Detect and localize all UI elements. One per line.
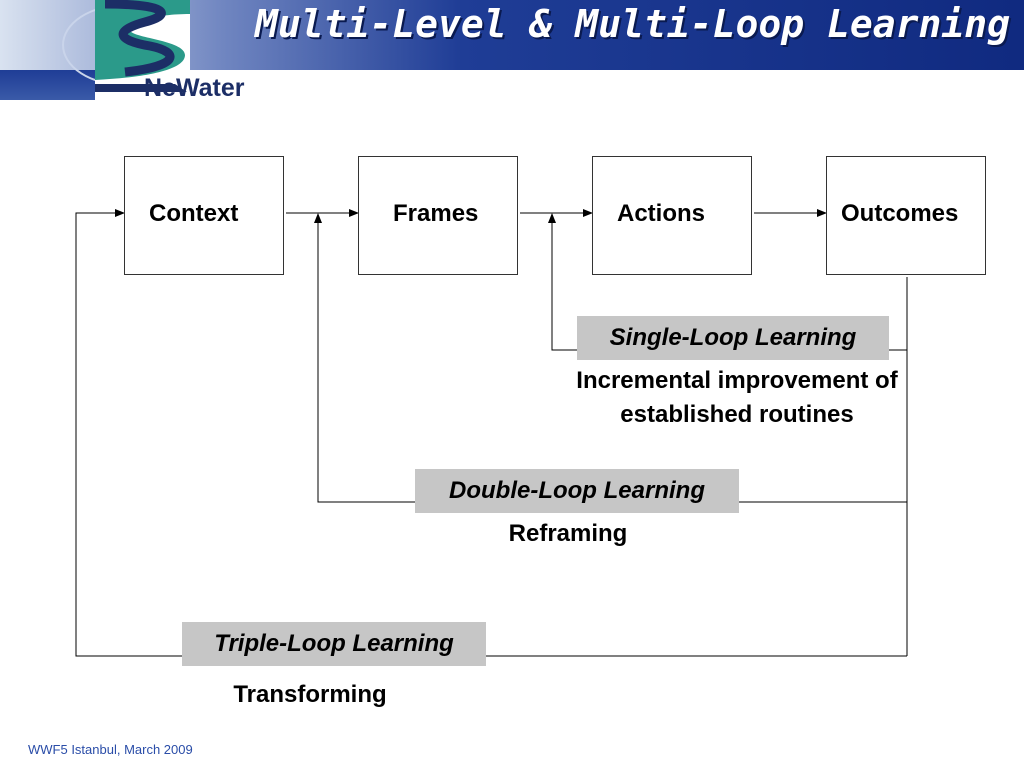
triple-loop-label: Triple-Loop Learning bbox=[182, 622, 486, 666]
node-label-actions: Actions bbox=[617, 200, 706, 227]
node-context bbox=[124, 156, 284, 275]
single-loop-description-1: Incremental improvement of bbox=[576, 367, 898, 394]
footer-text: WWF5 Istanbul, March 2009 bbox=[28, 742, 193, 757]
single-loop-label: Single-Loop Learning bbox=[577, 316, 889, 360]
newater-logo-mark bbox=[62, 0, 190, 100]
double-loop-description: Reframing bbox=[508, 520, 628, 547]
node-outcomes bbox=[826, 156, 986, 275]
single-loop-description-2: established routines bbox=[620, 401, 854, 428]
node-frames bbox=[358, 156, 518, 275]
page-title: Multi-Level & Multi-Loop Learning bbox=[255, 2, 1010, 46]
node-actions bbox=[592, 156, 752, 275]
node-label-context: Context bbox=[149, 200, 239, 227]
node-label-frames: Frames bbox=[393, 200, 479, 227]
newater-logo-text: NeWater bbox=[144, 74, 245, 102]
triple-loop-description: Transforming bbox=[233, 681, 387, 708]
header-banner: NeWater Multi-Level & Multi-Loop Learnin… bbox=[0, 0, 1024, 102]
double-loop-label: Double-Loop Learning bbox=[415, 469, 739, 513]
node-label-outcomes: Outcomes bbox=[841, 200, 959, 227]
triple-loop-path bbox=[75, 209, 907, 657]
